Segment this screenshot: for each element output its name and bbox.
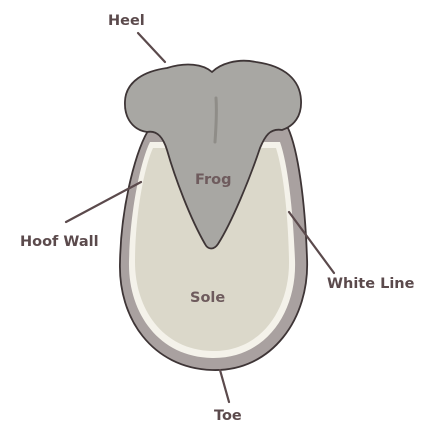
heel-leader-line (138, 33, 165, 62)
toe-label: Toe (214, 408, 242, 423)
frog-sulcus (215, 98, 216, 142)
sole-label: Sole (190, 290, 225, 306)
white-line-label: White Line (327, 276, 415, 292)
heel-label: Heel (108, 13, 145, 29)
hoof-wall-label: Hoof Wall (20, 234, 99, 250)
frog-label: Frog (195, 172, 231, 188)
toe-leader-line (220, 370, 229, 402)
